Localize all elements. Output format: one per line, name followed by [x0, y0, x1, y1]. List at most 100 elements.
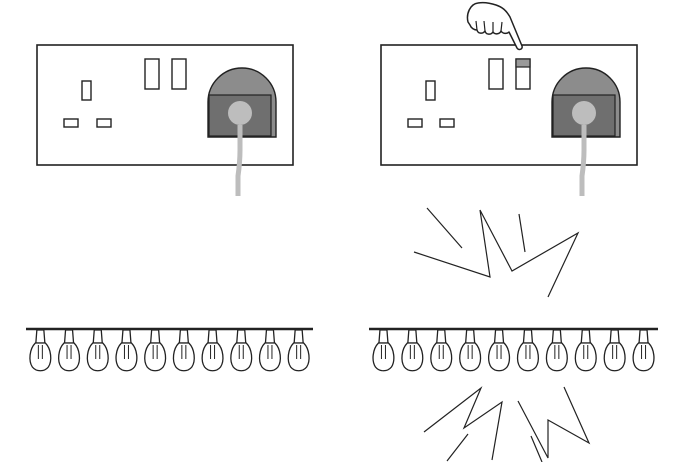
bulb-socket [35, 329, 46, 344]
socket-pin-live [407, 118, 423, 128]
bulb-socket [436, 329, 447, 344]
light-bulb-icon [574, 329, 597, 372]
bulb-socket [178, 329, 190, 344]
bulb-filament [66, 345, 72, 359]
light-bulb-icon [430, 329, 453, 372]
bulb-glass [372, 342, 395, 372]
light-string [369, 327, 658, 372]
bulb-filament [641, 345, 647, 359]
bulb-filament [296, 345, 302, 359]
pointing-hand-icon [466, 1, 523, 51]
bulb-filament [554, 345, 560, 359]
bulb-socket [293, 329, 304, 344]
plug-pin-head [228, 101, 252, 125]
bulb-socket [149, 329, 161, 344]
bulb-glass [86, 342, 109, 372]
plug-pin-head [572, 101, 596, 125]
switch-right-a [488, 58, 504, 90]
light-bulb-icon [401, 329, 424, 372]
bulb-socket [264, 329, 276, 344]
light-bulb-icon [230, 329, 253, 372]
bulb-socket [207, 329, 218, 344]
light-bulb-icon [488, 329, 511, 372]
light-bulb-icon [516, 329, 539, 372]
light-bulb-icon [603, 329, 626, 372]
bulb-glass [516, 342, 539, 372]
socket-pin-live [63, 118, 79, 128]
bulb-glass [401, 342, 424, 372]
light-bulb-icon [372, 329, 395, 372]
switch-left-a [144, 58, 160, 90]
bulb-glass [430, 342, 453, 372]
light-bulb-icon [115, 329, 138, 372]
spark-lines-bottom [423, 386, 591, 462]
switch-left-b [171, 58, 187, 90]
light-bulb-icon [545, 329, 568, 372]
hand-outline [466, 1, 523, 51]
bulb-socket [121, 329, 132, 344]
socket-pin-earth [81, 80, 92, 101]
bulb-filament [583, 345, 589, 359]
spark-burst-icon [423, 386, 591, 462]
wall-socket-icon [380, 44, 638, 196]
bulb-filament [438, 345, 444, 359]
bulb-socket [236, 329, 247, 344]
bulb-filament [496, 345, 502, 359]
bulb-glass [144, 342, 167, 372]
bulb-glass [574, 342, 597, 372]
light-bulb-icon [172, 329, 195, 372]
light-bulb-icon [258, 329, 281, 372]
bulb-filament [380, 345, 386, 359]
bulb-socket [638, 329, 649, 344]
bulb-glass [258, 342, 281, 372]
bulb-socket [464, 329, 476, 344]
bulb-glass [29, 342, 52, 372]
bulb-glass [488, 342, 511, 372]
bulb-glass [230, 342, 253, 372]
bulb-socket [63, 329, 75, 344]
bulb-glass [603, 342, 626, 372]
socket-plate [36, 44, 294, 166]
plug-icon [207, 67, 277, 196]
plug-cable [579, 125, 587, 196]
bulb-glass [201, 342, 224, 372]
light-bulb-icon [201, 329, 224, 372]
bulb-filament [467, 345, 473, 359]
light-bulb-icon [58, 329, 81, 372]
bulb-glass [172, 342, 195, 372]
spark-burst-icon [413, 207, 580, 298]
light-bulb-icon [144, 329, 167, 372]
bulb-filament [152, 345, 158, 359]
bulb-glass [287, 342, 310, 372]
bulb-filament [210, 345, 216, 359]
switch-on-indicator [515, 58, 531, 68]
light-bulb-icon [632, 329, 655, 372]
bulb-socket [92, 329, 103, 344]
bulb-filament [238, 345, 244, 359]
bulb-glass [545, 342, 568, 372]
bulb-filament [95, 345, 101, 359]
socket-plate [380, 44, 638, 166]
bulb-glass [459, 342, 482, 372]
bulb-socket [493, 329, 505, 344]
bulb-socket [580, 329, 591, 344]
light-string [26, 327, 313, 372]
bulb-filament [181, 345, 187, 359]
wall-socket-icon [36, 44, 294, 196]
plug-icon [551, 67, 621, 196]
socket-pin-neutral [439, 118, 455, 128]
bulb-glass [58, 342, 81, 372]
bulb-socket [551, 329, 563, 344]
bulb-filament [612, 345, 618, 359]
light-bulb-icon [29, 329, 52, 372]
socket-pin-earth [425, 80, 436, 101]
bulb-socket [522, 329, 534, 344]
light-bulb-icon [287, 329, 310, 372]
plug-cable [235, 125, 243, 196]
bulb-socket [378, 329, 389, 344]
bulb-socket [407, 329, 418, 344]
light-bulb-icon [86, 329, 109, 372]
bulb-filament [409, 345, 415, 359]
